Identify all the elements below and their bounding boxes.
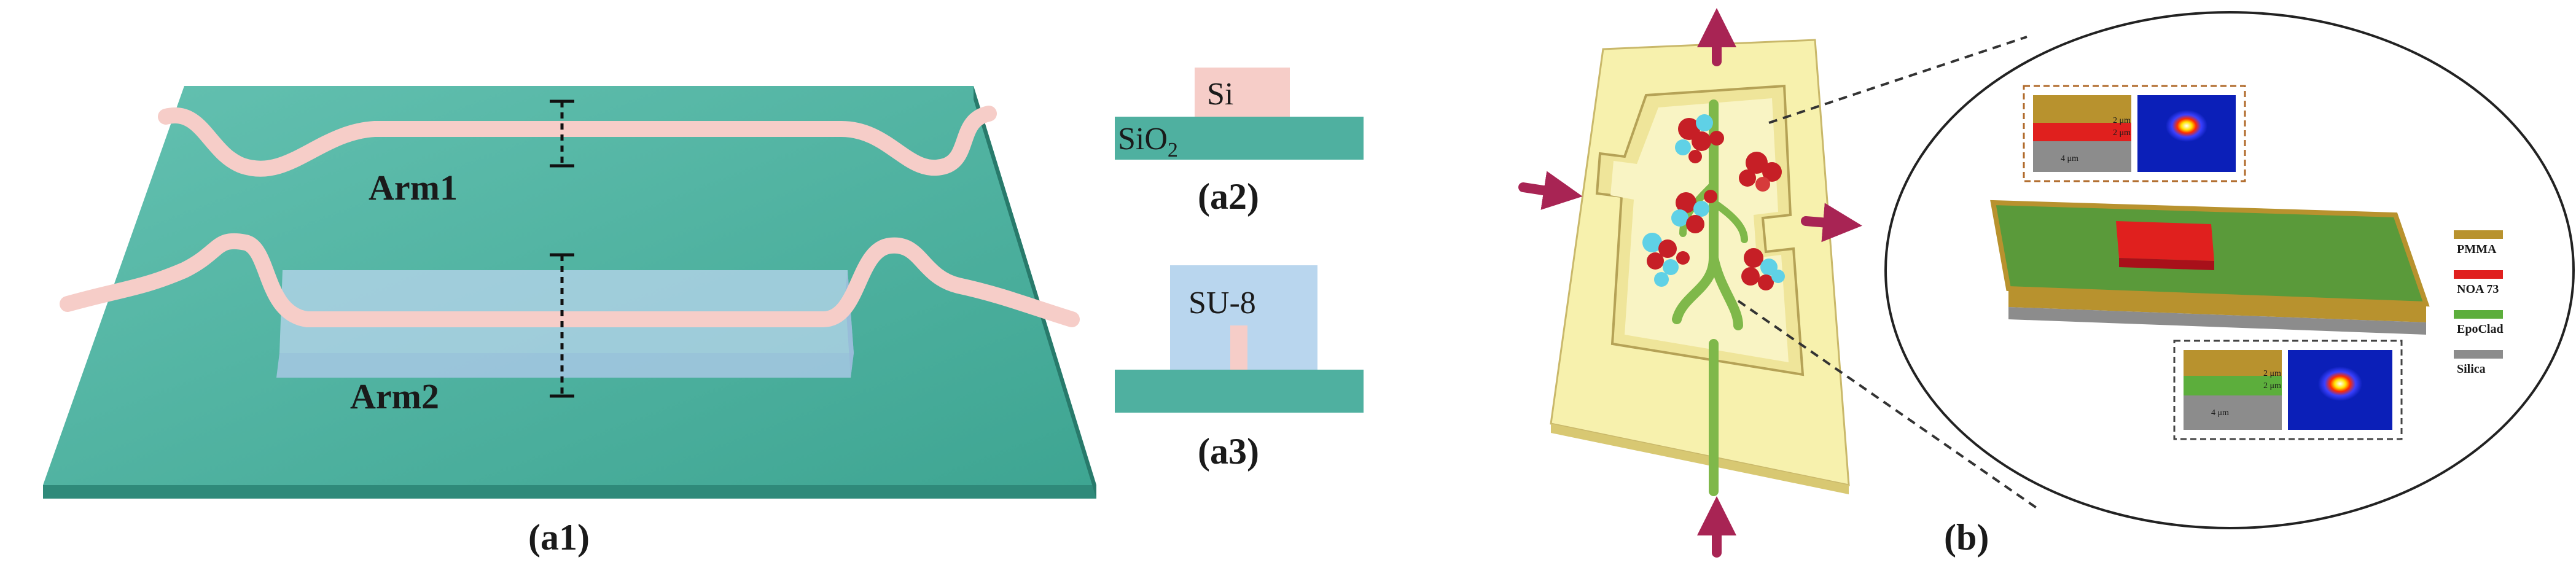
caption-a1: (a1) — [528, 517, 590, 558]
arm1-label: Arm1 — [369, 168, 458, 208]
legend-swatch-3 — [2454, 350, 2503, 359]
si-core — [1195, 68, 1290, 117]
cluster-2 — [1739, 152, 1782, 192]
panel-a1: Arm1 Arm2 (a1) — [43, 86, 1096, 558]
legend-label-0: PMMA — [2457, 243, 2497, 256]
zoom-lines — [1737, 36, 2040, 511]
cluster-3 — [1671, 190, 1717, 233]
su8-label: SU-8 — [1188, 286, 1256, 321]
inset-top-dim-h1: 2 μm — [2113, 116, 2131, 125]
si-label: Si — [1207, 77, 1233, 112]
arm1-height-marker — [550, 99, 574, 168]
legend-swatch-0 — [2454, 230, 2503, 239]
sio2-substrate — [1115, 117, 1364, 160]
legend-label-1: NOA 73 — [2457, 282, 2499, 296]
caption-a2: (a2) — [1198, 176, 1259, 217]
chip-side — [1551, 424, 1849, 494]
panel-a2: Si SiO2 (a2) — [1115, 68, 1364, 217]
sio2-subscript: 2 — [1168, 139, 1178, 161]
cluster-1 — [1675, 114, 1724, 163]
flow-arrows — [1518, 8, 1862, 558]
substrate-edge-right — [974, 86, 1096, 499]
inset-top: 2 μm 2 μm 4 μm — [2023, 85, 2246, 182]
arm2-label: Arm2 — [350, 376, 439, 416]
material-legend: PMMA NOA 73 EpoClad Silica — [2454, 230, 2504, 376]
fluid-channel — [1672, 99, 1743, 496]
arm2-waveguide — [60, 233, 1080, 327]
legend-swatch-1 — [2454, 270, 2503, 279]
arm1-waveguide — [158, 106, 997, 177]
inset-bottom-dim-h1: 2 μm — [2263, 369, 2281, 378]
si-core-a3 — [1230, 325, 1247, 370]
cluster-5 — [1741, 248, 1785, 290]
panel-b: 2 μm 2 μm 4 μm 2 μm 2 μm 4 μm — [1518, 8, 2575, 558]
cell-clusters — [1642, 114, 1785, 290]
arrow-outlet-right — [1801, 203, 1862, 243]
caption-a3: (a3) — [1198, 431, 1259, 472]
caption-b: (b) — [1944, 517, 1989, 558]
cluster-4 — [1642, 233, 1690, 287]
sio2-label: SiO2 — [1118, 122, 1178, 161]
waveguide-chip-3d — [1990, 200, 2430, 335]
arrow-inlet-left — [1518, 171, 1583, 210]
inset-bottom-dim-w: 4 μm — [2211, 408, 2229, 418]
inset-top-dim-w: 4 μm — [2061, 154, 2078, 163]
inset-top-dim-h2: 2 μm — [2113, 128, 2131, 138]
panel-a3: SU-8 (a3) — [1115, 265, 1364, 472]
inset-bottom: 2 μm 2 μm 4 μm — [2173, 340, 2403, 440]
substrate-edge-front — [43, 485, 1096, 499]
legend-label-3: Silica — [2457, 362, 2486, 376]
arm2-height-marker — [550, 253, 574, 398]
sio2-substrate-a3 — [1115, 370, 1364, 413]
legend-label-2: EpoClad — [2457, 322, 2504, 336]
legend-swatch-2 — [2454, 310, 2503, 319]
inset-bottom-dim-h2: 2 μm — [2263, 381, 2281, 391]
